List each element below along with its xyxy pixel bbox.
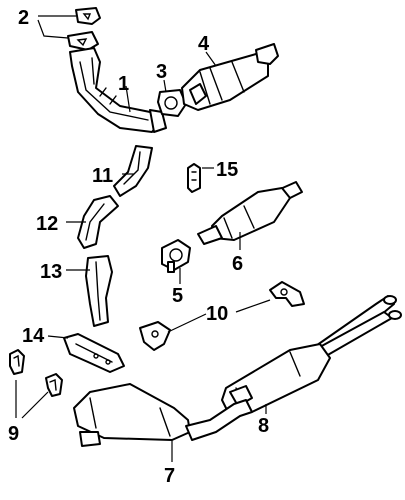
callout-14: 14 bbox=[22, 325, 45, 347]
callout-1: 1 bbox=[118, 73, 129, 95]
part-8-rear-muffler bbox=[221, 295, 402, 413]
callout-8: 8 bbox=[258, 415, 269, 437]
part-1-front-pipe bbox=[69, 47, 167, 133]
leader-2b bbox=[37, 19, 69, 39]
callout-13: 13 bbox=[40, 261, 62, 283]
callout-7: 7 bbox=[164, 465, 175, 487]
callout-10: 10 bbox=[206, 303, 228, 325]
part-2-gaskets bbox=[67, 7, 101, 51]
leader-4 bbox=[205, 51, 217, 67]
part-10-hangers bbox=[139, 281, 305, 351]
callout-11: 11 bbox=[92, 165, 113, 187]
callout-15: 15 bbox=[216, 159, 238, 181]
part-4-catalytic-converter bbox=[181, 43, 279, 111]
part-14-heat-shield bbox=[63, 333, 125, 373]
leader-10b bbox=[167, 313, 207, 333]
leader-1 bbox=[125, 85, 131, 113]
callout-2: 2 bbox=[18, 7, 29, 29]
callout-4: 4 bbox=[198, 33, 210, 55]
callout-12: 12 bbox=[36, 213, 58, 235]
part-15-bolt bbox=[187, 163, 201, 193]
leader-9b bbox=[21, 391, 49, 419]
part-12-pipe bbox=[77, 195, 119, 249]
part-9-insulators bbox=[9, 349, 63, 397]
part-7-center-muffler bbox=[73, 383, 253, 447]
leader-3 bbox=[163, 79, 167, 93]
part-6-resonator bbox=[197, 181, 303, 245]
part-13-heat-shield bbox=[85, 255, 113, 327]
callout-9: 9 bbox=[8, 423, 19, 445]
callout-5: 5 bbox=[172, 285, 183, 307]
part-5-clamp bbox=[161, 239, 191, 273]
leader-10a bbox=[235, 299, 271, 313]
callout-3: 3 bbox=[156, 61, 167, 83]
part-3-flange-gasket bbox=[157, 89, 187, 117]
part-11-elbow-pipe bbox=[113, 145, 153, 197]
leader-14 bbox=[47, 335, 69, 339]
callout-6: 6 bbox=[232, 253, 243, 275]
